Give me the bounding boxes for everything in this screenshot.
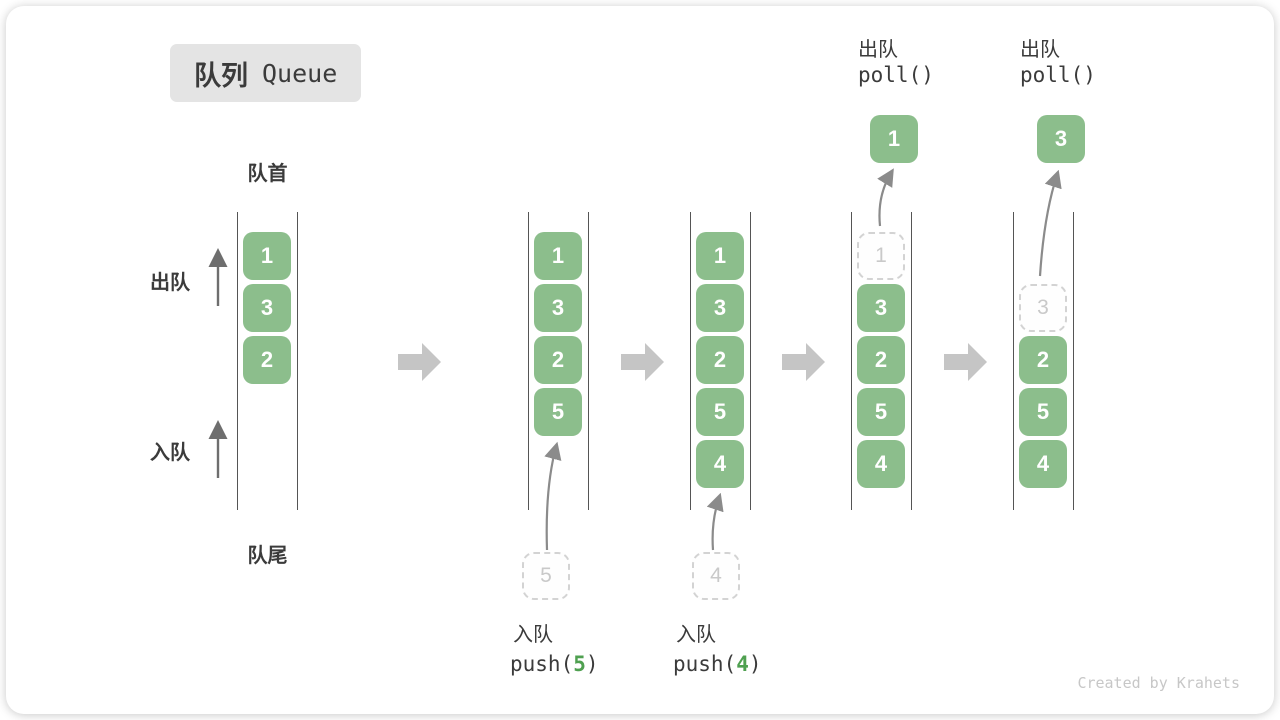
queue-cell: 2 [696,336,744,384]
queue-cell: 5 [534,388,582,436]
enqueue-op-code: push(5) [510,652,599,676]
enqueue-side-label: 入队 [150,442,190,464]
queue-rear-label: 队尾 [247,545,288,567]
queue-cell: 3 [243,284,291,332]
queue-cell: 4 [1019,440,1067,488]
queue-cell: 5 [1019,388,1067,436]
queue-cell: 4 [857,440,905,488]
dequeue-side-label: 出队 [150,272,190,294]
queue-cell: 1 [243,232,291,280]
queue-cell: 3 [696,284,744,332]
incoming-ghost-cell: 4 [692,552,740,600]
watermark: Created by Krahets [1077,674,1240,692]
removed-ghost-cell: 1 [857,232,905,280]
title-zh: 队列 [194,60,248,91]
dequeue-op-label: 出队 [858,39,898,61]
queue-container-3 [690,212,751,510]
enqueue-op-label: 入队 [676,624,716,646]
title-badge: 队列 Queue [170,44,362,102]
polled-cell: 1 [870,115,918,163]
polled-cell: 3 [1037,115,1085,163]
diagram-card [6,6,1274,714]
enqueue-op-code: push(4) [673,652,762,676]
queue-container-5 [1013,212,1074,510]
queue-cell: 1 [534,232,582,280]
queue-cell: 2 [857,336,905,384]
queue-container-1 [237,212,298,510]
queue-front-label: 队首 [247,163,288,185]
removed-ghost-cell: 3 [1019,284,1067,332]
queue-cell: 5 [696,388,744,436]
dequeue-op-code: poll() [1020,63,1096,87]
queue-cell: 3 [534,284,582,332]
queue-cell: 2 [534,336,582,384]
queue-cell: 2 [243,336,291,384]
title-en: Queue [262,58,338,88]
enqueue-op-label: 入队 [513,624,553,646]
queue-cell: 3 [857,284,905,332]
queue-container-4 [851,212,912,510]
fn-open: push( [673,652,737,676]
queue-cell: 4 [696,440,744,488]
fn-arg: 5 [573,652,586,676]
dequeue-op-code: poll() [858,63,934,87]
queue-cell: 1 [696,232,744,280]
queue-container-2 [528,212,589,510]
fn-close: ) [748,652,762,676]
dequeue-op-label: 出队 [1020,39,1060,61]
queue-cell: 2 [1019,336,1067,384]
fn-close: ) [585,652,599,676]
fn-arg: 4 [736,652,749,676]
queue-cell: 5 [857,388,905,436]
fn-open: push( [510,652,574,676]
incoming-ghost-cell: 5 [522,552,570,600]
